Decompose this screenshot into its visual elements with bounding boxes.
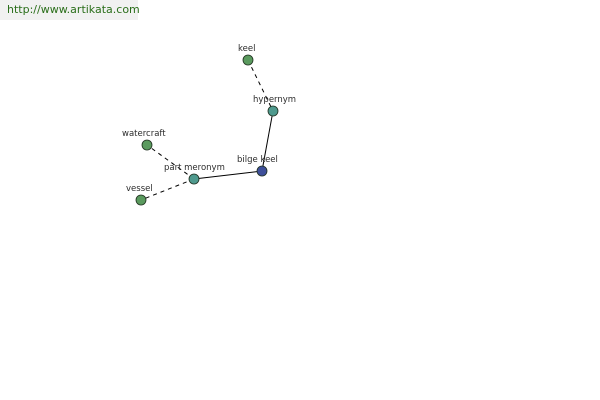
edge-part-meronym-to-watercraft [146,144,195,180]
site-url-link[interactable]: http://www.artikata.com [7,3,140,16]
edge-keel-to-hypernym [247,59,274,112]
node-label-part-meronym: part meronym [164,163,225,173]
node-label-vessel: vessel [126,184,153,194]
node-label-bilge-keel: bilge keel [237,155,278,165]
node-label-watercraft: watercraft [122,129,166,139]
node-label-hypernym: hypernym [253,95,296,105]
edge-part-meronym-to-vessel [140,178,195,201]
edge-hypernym-to-bilge-keel [261,110,274,172]
node-keel[interactable] [242,54,254,66]
node-watercraft[interactable] [141,139,153,151]
nodes-layer: keel hypernym bilge keel part meronym waterc… [122,44,296,206]
node-vessel[interactable] [135,194,147,206]
edges-layer [140,59,274,201]
node-bilge-keel[interactable] [256,165,268,177]
node-label-keel: keel [238,44,255,54]
node-part-meronym[interactable] [188,173,200,185]
edge-bilge-keel-to-part-meronym [193,170,263,180]
url-banner: http://www.artikata.com [0,0,140,20]
node-hypernym[interactable] [267,105,279,117]
